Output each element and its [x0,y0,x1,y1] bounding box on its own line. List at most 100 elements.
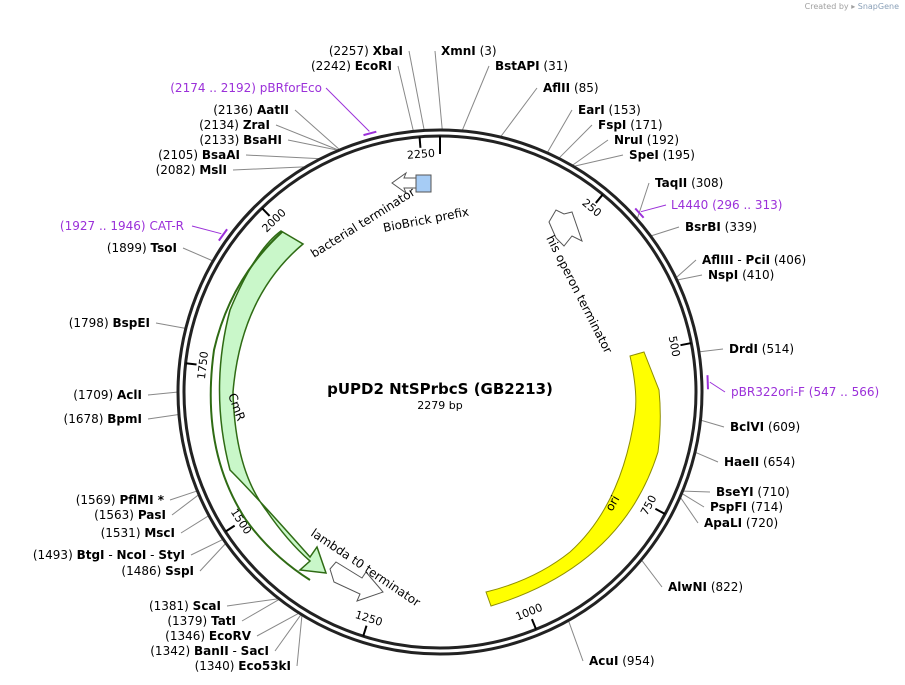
primer-label-cat-r[interactable]: (1927 .. 1946) CAT-R [60,219,184,233]
enzyme-name: BtgI [77,548,105,562]
site-label-bsrbi[interactable]: BsrBI (339) [685,220,757,234]
tick-label-500: 500 [666,335,683,358]
snapgene-credit: Created by ▸ SnapGene [805,2,899,11]
site-label-afliii-pcii[interactable]: AflIII - PciI (406) [702,253,806,267]
site-label-xbai[interactable]: (2257) XbaI [329,44,403,58]
primer-bar-cat-r[interactable] [218,228,228,242]
site-label-aatii[interactable]: (2136) AatII [213,103,289,117]
primer-label-l4440[interactable]: L4440 (296 .. 313) [671,198,783,212]
tick-label-1750: 1750 [195,351,211,380]
primer-label-pbr322ori-f[interactable]: pBR322ori-F (547 .. 566) [731,385,879,399]
feature-ori-arrow[interactable] [485,351,661,607]
tick-mark-500 [680,342,692,347]
site-label-alwni[interactable]: AlwNI (822) [668,580,743,594]
enzyme-name: AclI [117,388,142,402]
site-label-scai[interactable]: (1381) ScaI [149,599,221,613]
enzyme-name: PspFI [710,500,747,514]
site-label-bpmi[interactable]: (1678) BpmI [64,412,142,426]
primer-bar-pbrforeco[interactable] [363,130,377,137]
primer-range: (1927 .. 1946) [60,219,146,233]
enzyme-name: SspI [165,564,194,578]
site-label-pspfi[interactable]: PspFI (714) [710,500,783,514]
site-label-btgi-ncoi-styi[interactable]: (1493) BtgI - NcoI - StyI [33,548,185,562]
site-label-apali[interactable]: ApaLI (720) [704,516,778,530]
primer-leader-l4440 [640,204,667,213]
primer-range: (296 .. 313) [712,198,782,212]
backbone-outer-ring [176,128,704,656]
site-label-spei[interactable]: SpeI (195) [629,148,695,162]
site-leader-bclvi [701,419,725,428]
primer-bar-pbr322ori-f[interactable] [706,375,709,390]
site-label-ecorv[interactable]: (1346) EcoRV [165,629,252,643]
site-label-eco53ki[interactable]: (1340) Eco53kI [195,659,291,673]
site-label-ecori[interactable]: (2242) EcoRI [311,59,392,73]
site-position: (31) [543,59,568,73]
site-position: (1340) [195,659,235,673]
site-label-pflmi[interactable]: (1569) PflMI * [76,493,165,507]
site-leader-bpmi [147,414,179,420]
site-label-bstapi[interactable]: BstAPI (31) [495,59,568,73]
feature-lambda-terminator-arrow[interactable] [329,561,384,602]
site-position: (654) [763,455,795,469]
site-label-tsoi[interactable]: (1899) TsoI [107,241,177,255]
site-position: (822) [711,580,743,594]
tick-mark-2250 [418,136,422,148]
site-label-zrai[interactable]: (2134) ZraI [199,118,270,132]
site-label-sspi[interactable]: (1486) SspI [121,564,194,578]
enzyme-name: AlwNI [668,580,707,594]
plasmid-title: pUPD2 NtSPrbcS (GB2213) [327,380,553,398]
tick-mark-1500 [224,524,236,533]
site-label-pasi[interactable]: (1563) PasI [94,508,166,522]
site-label-eari[interactable]: EarI (153) [578,103,641,117]
site-label-xmni[interactable]: XmnI (3) [441,44,497,58]
feature-bacterial-terminator-arrow[interactable] [391,171,417,195]
site-label-nspi[interactable]: NspI (410) [708,268,774,282]
site-leader-banii-saci [274,614,302,652]
site-label-bspei[interactable]: (1798) BspEI [69,316,150,330]
primer-leader-pbr322ori-f [709,381,726,393]
site-label-banii-saci[interactable]: (1342) BanII - SacI [150,644,269,658]
site-label-bsahi[interactable]: (2133) BsaHI [199,133,282,147]
site-position: (339) [725,220,757,234]
site-label-bclvi[interactable]: BclVI (609) [730,420,800,434]
site-position: (192) [647,133,679,147]
site-leader-zrai [275,124,338,151]
site-label-taqii[interactable]: TaqII (308) [655,176,723,190]
site-label-tati[interactable]: (1379) TatI [167,614,236,628]
site-position: (609) [768,420,800,434]
site-leader-xbai [408,50,425,130]
site-label-acli[interactable]: (1709) AclI [73,388,142,402]
tick-mark-1000 [530,618,537,630]
site-position: (710) [757,485,789,499]
site-label-msli[interactable]: (2082) MslI [156,163,227,177]
enzyme-name: BsaHI [243,133,282,147]
site-label-bseyi[interactable]: BseYI (710) [716,485,790,499]
site-label-nrui[interactable]: NruI (192) [614,133,679,147]
site-label-aflii[interactable]: AflII (85) [543,81,599,95]
site-position: (714) [751,500,783,514]
tick-label-250: 250 [579,196,603,219]
site-label-drdi[interactable]: DrdI (514) [729,342,794,356]
site-position: (406) [774,253,806,267]
site-label-acui[interactable]: AcuI (954) [589,654,655,668]
primer-name: pBRforEco [260,81,322,95]
feature-biobrick-prefix-box[interactable] [415,174,432,193]
enzyme-name: EarI [578,103,605,117]
site-position: (1493) [33,548,73,562]
primer-label-pbrforeco[interactable]: (2174 .. 2192) pBRforEco [170,81,322,95]
site-label-haeii[interactable]: HaeII (654) [724,455,795,469]
site-separator: - [734,253,746,267]
site-leader-ecorv [256,613,299,637]
enzyme-name: BspEI [112,316,150,330]
feature-his-terminator-arrow[interactable] [548,209,583,247]
site-label-bsaai[interactable]: (2105) BsaAI [158,148,240,162]
feature-cmr-arrow[interactable] [218,230,328,574]
primer-bar-l4440[interactable] [634,207,645,219]
enzyme-name: SacI [241,644,269,658]
site-leader-bsaai [245,154,319,160]
site-label-msci[interactable]: (1531) MscI [101,526,175,540]
tick-mark-1250 [362,625,368,637]
site-position: (153) [609,103,641,117]
site-label-fspi[interactable]: FspI (171) [598,118,663,132]
tick-mark-1750 [185,362,197,366]
